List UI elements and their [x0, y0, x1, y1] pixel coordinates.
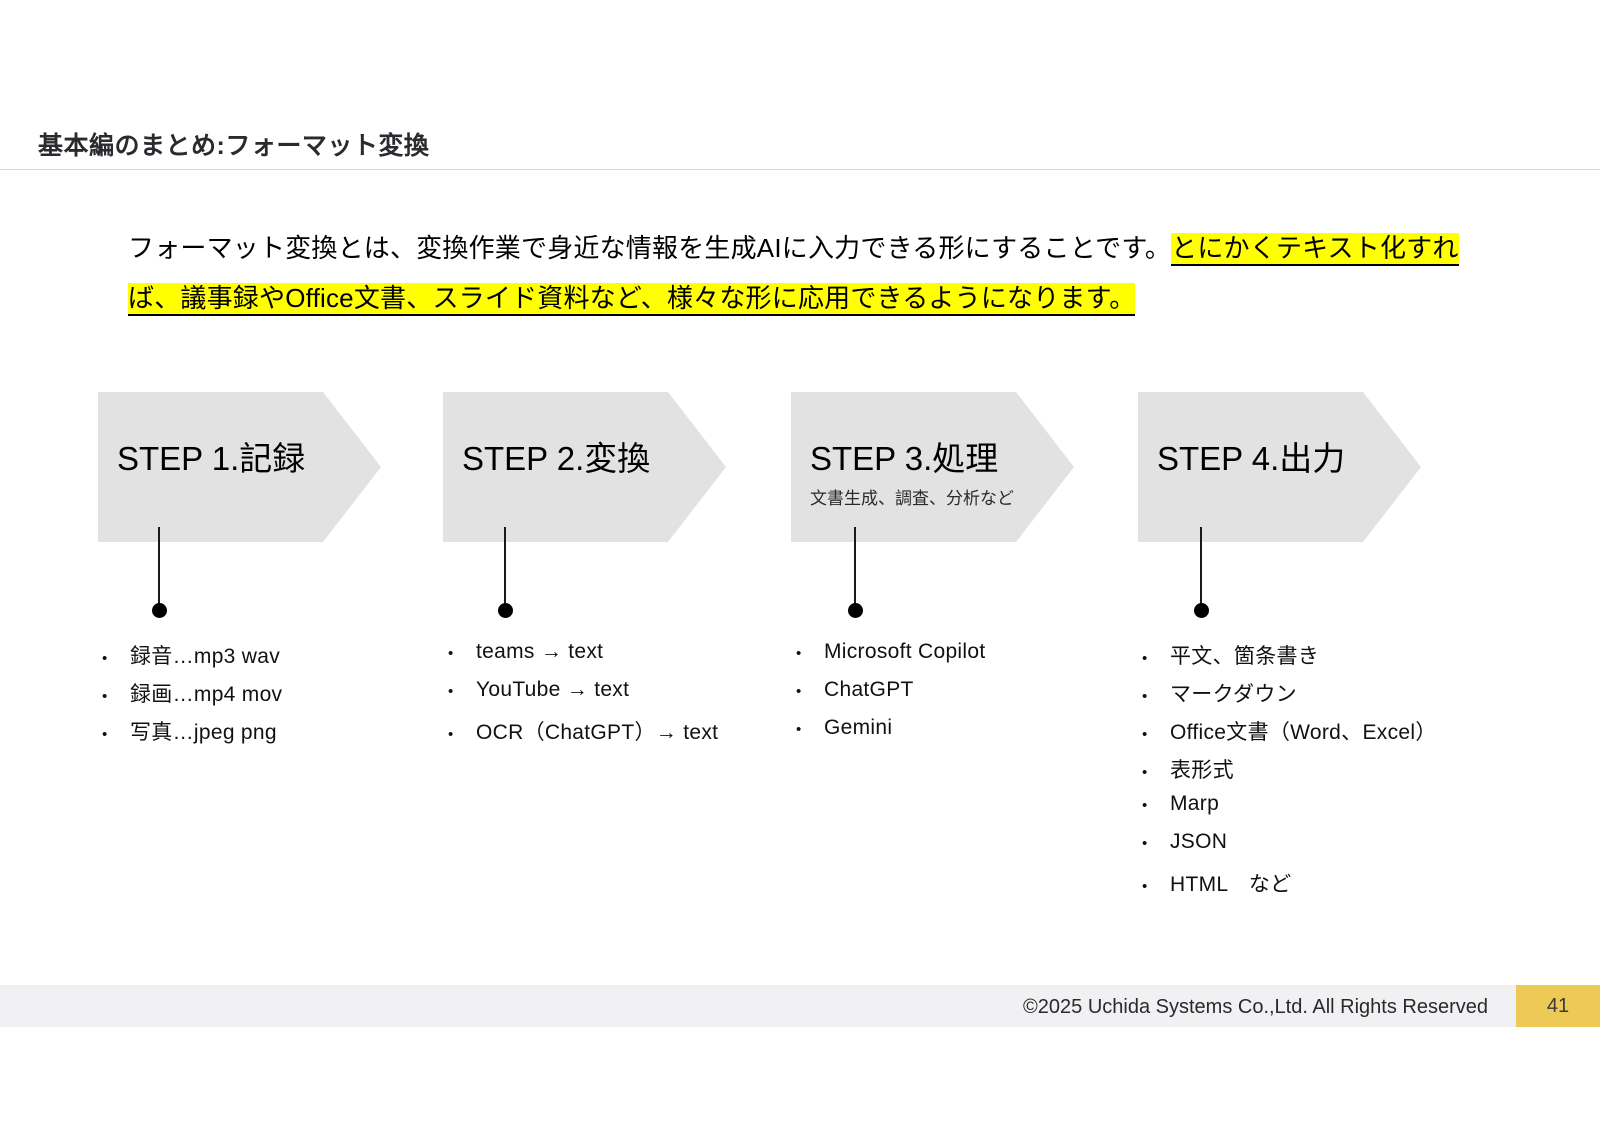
bullet-point-icon: •	[448, 645, 454, 662]
step-title-4: STEP 4.出力	[1157, 440, 1346, 477]
step-chevron-3: STEP 3.処理 文書生成、調査、分析など	[791, 392, 1074, 542]
bullet-point-icon: •	[102, 650, 108, 667]
list-item: • Gemini	[792, 716, 1132, 754]
list-item-label: 表形式	[1170, 759, 1234, 782]
bullet-point-icon: •	[448, 726, 454, 743]
list-item-label: Marp	[1170, 792, 1220, 815]
step-subtitle-3: 文書生成、調査、分析など	[810, 489, 1014, 508]
bullet-point-icon: •	[1142, 726, 1148, 743]
list-item: • Microsoft Copilot	[792, 640, 1132, 678]
connector-line-1	[158, 527, 160, 609]
bullet-point-icon: •	[796, 721, 802, 738]
step-chevron-1: STEP 1.記録	[98, 392, 381, 542]
connector-line-3	[854, 527, 856, 609]
step-chevron-2: STEP 2.変換	[443, 392, 726, 542]
connector-dot-1	[151, 603, 167, 618]
list-item: • マークダウン	[1138, 678, 1538, 716]
list-item-label: Gemini	[824, 716, 893, 739]
list-item: • 録音…mp3 wav	[98, 640, 428, 678]
bullet-point-icon: •	[1142, 835, 1148, 852]
list-item: • 写真…jpeg png	[98, 716, 428, 754]
list-item: • teams → text	[444, 640, 784, 678]
list-item-label: 写真…jpeg png	[130, 721, 277, 744]
lead-plain-text: フォーマット変換とは、変換作業で身近な情報を生成AIに入力できる形にすることです…	[128, 233, 1172, 263]
bullet-point-icon: •	[102, 688, 108, 705]
list-item: • YouTube → text	[444, 678, 784, 716]
list-item: • OCR（ChatGPT）→ text	[444, 716, 784, 754]
connector-line-4	[1200, 527, 1202, 609]
bullet-point-icon: •	[1142, 878, 1148, 895]
list-item-label: 録画…mp4 mov	[130, 683, 283, 706]
bullet-list-step-2: • teams → text • YouTube → text • OCR（Ch…	[444, 640, 784, 754]
list-item: • Marp	[1138, 792, 1538, 830]
list-item-label: Office文書（Word、Excel）	[1170, 721, 1437, 744]
list-item-label: 録音…mp3 wav	[130, 645, 281, 668]
connector-line-2	[504, 527, 506, 609]
list-item-label: 平文、箇条書き	[1170, 645, 1320, 668]
list-item-label: ChatGPT	[824, 678, 914, 701]
page-number-badge: 41	[1516, 985, 1600, 1027]
title-divider	[0, 169, 1600, 170]
page-title: 基本編のまとめ:フォーマット変換	[38, 132, 430, 160]
copyright-text: ©2025 Uchida Systems Co.,Ltd. All Rights…	[1023, 996, 1488, 1018]
list-item-label: マークダウン	[1170, 683, 1297, 706]
bullet-point-icon: •	[1142, 797, 1148, 814]
list-item-label: OCR（ChatGPT）→ text	[476, 721, 719, 744]
list-item: • 平文、箇条書き	[1138, 640, 1538, 678]
list-item: • ChatGPT	[792, 678, 1132, 716]
bullet-point-icon: •	[1142, 688, 1148, 705]
lead-paragraph: フォーマット変換とは、変換作業で身近な情報を生成AIに入力できる形にすることです…	[128, 223, 1468, 323]
footer-bar	[0, 985, 1600, 1027]
list-item: • HTML など	[1138, 868, 1538, 906]
connector-dot-2	[497, 603, 513, 618]
step-chevron-4: STEP 4.出力	[1138, 392, 1421, 542]
bullet-list-step-3: • Microsoft Copilot • ChatGPT • Gemini	[792, 640, 1132, 754]
bullet-point-icon: •	[1142, 650, 1148, 667]
bullet-point-icon: •	[796, 645, 802, 662]
list-item-label: teams → text	[476, 640, 604, 663]
list-item-label: JSON	[1170, 830, 1228, 853]
step-flow: STEP 1.記録 STEP 2.変換 STEP 3.処理 文書生成、調査、分析…	[0, 392, 1600, 542]
list-item: • 録画…mp4 mov	[98, 678, 428, 716]
bullet-point-icon: •	[796, 683, 802, 700]
list-item: • Office文書（Word、Excel）	[1138, 716, 1538, 754]
bullet-point-icon: •	[1142, 764, 1148, 781]
list-item-label: YouTube → text	[476, 678, 630, 701]
bullet-point-icon: •	[102, 726, 108, 743]
step-title-1: STEP 1.記録	[117, 440, 306, 477]
list-item-label: HTML など	[1170, 873, 1292, 896]
list-item: • JSON	[1138, 830, 1538, 868]
list-item-label: Microsoft Copilot	[824, 640, 986, 663]
step-title-3: STEP 3.処理	[810, 440, 999, 477]
step-title-2: STEP 2.変換	[462, 440, 651, 477]
bullet-list-step-1: • 録音…mp3 wav • 録画…mp4 mov • 写真…jpeg png	[98, 640, 428, 754]
bullet-point-icon: •	[448, 683, 454, 700]
list-item: • 表形式	[1138, 754, 1538, 792]
bullet-list-step-4: • 平文、箇条書き • マークダウン • Office文書（Word、Excel…	[1138, 640, 1538, 906]
connector-dot-3	[847, 603, 863, 618]
connector-dot-4	[1193, 603, 1209, 618]
